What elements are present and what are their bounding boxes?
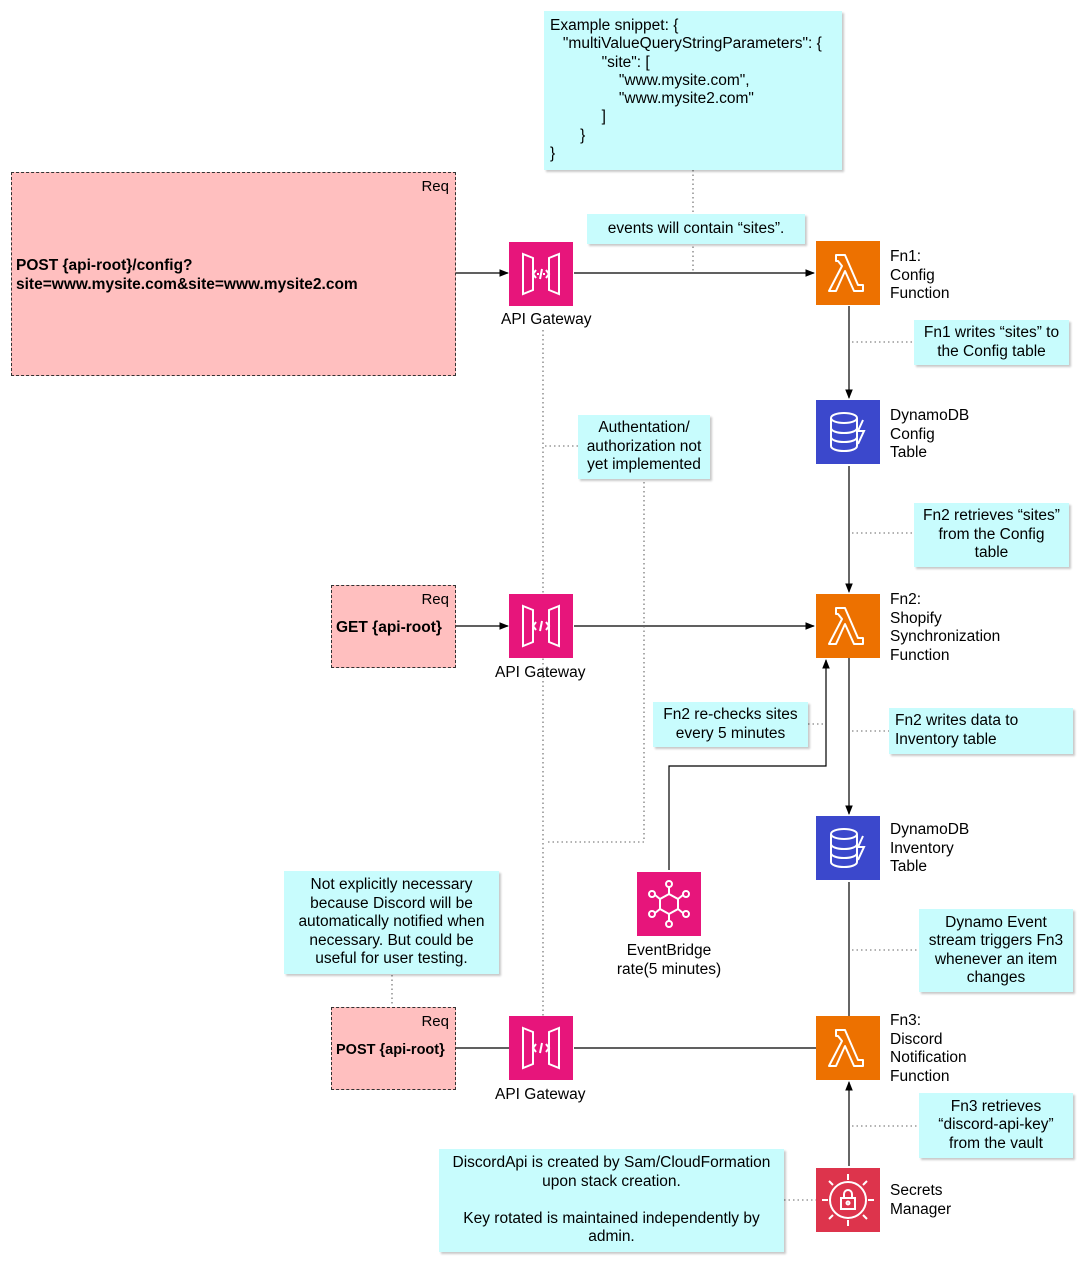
note-fn3-retrieves: Fn3 retrieves “discord-api-key” from the…	[919, 1093, 1073, 1158]
fn2-label: Fn2: Shopify Synchronization Function	[890, 591, 1001, 664]
lambda-icon	[816, 1016, 880, 1080]
note-discord-api: DiscordApi is created by Sam/CloudFormat…	[439, 1149, 784, 1252]
note-events-contain: events will contain “sites”.	[587, 214, 805, 244]
eventbridge-label: EventBridge rate(5 minutes)	[616, 942, 722, 978]
fn1-label: Fn1: Config Function	[890, 248, 950, 302]
note-dynamo-stream: Dynamo Event stream triggers Fn3 wheneve…	[919, 909, 1073, 992]
api-gateway-label: API Gateway	[495, 1086, 586, 1103]
request-box-post: Req POST {api-root}	[331, 1007, 456, 1090]
request-text: GET {api-root}	[336, 619, 442, 636]
arrow-eventbridge-to-fn2	[668, 659, 830, 870]
note-auth: Authentation/ authorization not yet impl…	[578, 415, 710, 479]
note-example-snippet: Example snippet: { "multiValueQueryStrin…	[544, 11, 842, 170]
dynamodb-icon	[816, 400, 880, 464]
note-not-necessary: Not explicitly necessary because Discord…	[284, 871, 499, 974]
ddb-config-label: DynamoDB Config Table	[890, 407, 970, 461]
api-gateway-icon	[509, 242, 573, 306]
lambda-icon	[816, 241, 880, 305]
dotted-auth-to-gateway	[545, 482, 645, 843]
ddb-inventory-label: DynamoDB Inventory Table	[890, 821, 970, 875]
lambda-icon	[816, 594, 880, 658]
req-tag: Req	[421, 1013, 449, 1030]
req-tag: Req	[421, 178, 449, 195]
fn3-label: Fn3: Discord Notification Function	[890, 1012, 967, 1085]
note-fn1-writes: Fn1 writes “sites” to the Config table	[914, 320, 1069, 365]
api-gateway-label: API Gateway	[501, 311, 592, 328]
secrets-manager-icon	[816, 1168, 880, 1232]
note-fn2-retrieves: Fn2 retrieves “sites” from the Config ta…	[914, 503, 1069, 567]
secrets-manager-label: Secrets Manager	[890, 1182, 952, 1218]
note-fn2-writes: Fn2 writes data to Inventory table	[889, 708, 1073, 754]
eventbridge-icon	[637, 872, 701, 936]
dynamodb-icon	[816, 816, 880, 880]
api-gateway-icon	[509, 594, 573, 658]
request-text: POST {api-root}	[336, 1042, 445, 1058]
request-box-get: Req GET {api-root}	[331, 585, 456, 668]
request-text: POST {api-root}/config? site=www.mysite.…	[16, 257, 358, 293]
api-gateway-label: API Gateway	[495, 664, 586, 681]
note-fn2-rechecks: Fn2 re-checks sites every 5 minutes	[653, 702, 808, 747]
api-gateway-icon	[509, 1016, 573, 1080]
req-tag: Req	[421, 591, 449, 608]
request-box-config-post: Req POST {api-root}/config? site=www.mys…	[11, 172, 456, 376]
